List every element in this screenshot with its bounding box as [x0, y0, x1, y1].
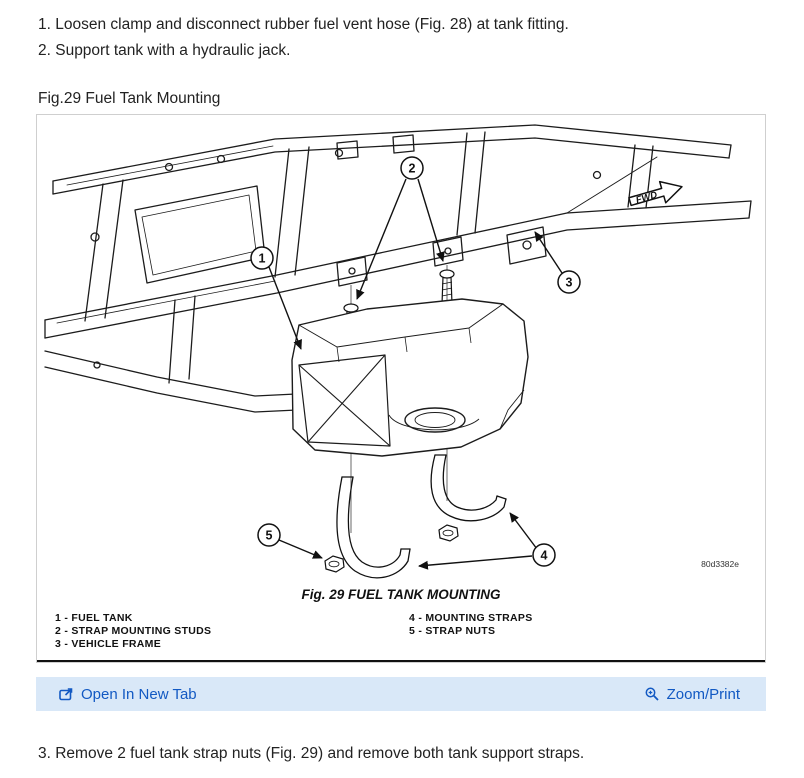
- legend-item-strap-mounting-studs: 2 - STRAP MOUNTING STUDS: [55, 625, 212, 637]
- callout-3-number: 3: [566, 276, 573, 290]
- mounting-straps-drawing: [336, 454, 507, 579]
- legend-item-mounting-straps: 4 - MOUNTING STRAPS: [409, 612, 533, 624]
- zoom-print-label: Zoom/Print: [666, 685, 740, 703]
- instruction-step-1: 1. Loosen clamp and disconnect rubber fu…: [38, 16, 569, 33]
- figure-caption: Fig. 29 FUEL TANK MOUNTING: [301, 587, 501, 602]
- drawing-code: 80d3382e: [701, 559, 739, 569]
- open-in-new-tab-icon: [59, 688, 73, 701]
- open-in-new-tab-link[interactable]: Open In New Tab: [58, 686, 197, 703]
- callout-5: 5: [257, 523, 281, 547]
- figure-title: Fig.29 Fuel Tank Mounting: [38, 90, 221, 107]
- open-in-new-tab-label: Open In New Tab: [81, 685, 197, 703]
- zoom-icon: [645, 687, 659, 701]
- fuel-tank-drawing: [291, 298, 529, 457]
- callout-3-circle: [557, 270, 581, 294]
- callout-4-circle: [532, 543, 556, 567]
- callout-leader-arrows: [268, 178, 563, 570]
- fuel-tank-mounting-diagram: FWD 1 2: [44, 124, 752, 579]
- callout-1-number: 1: [259, 252, 266, 266]
- callout-4-number: 4: [541, 549, 548, 563]
- figure-legend: 1 - FUEL TANK 2 - STRAP MOUNTING STUDS 3…: [37, 612, 765, 651]
- callout-2-circle: [400, 156, 424, 180]
- strap-nuts-drawing: [324, 524, 459, 573]
- callout-5-circle: [257, 523, 281, 547]
- figure-bottom-rule: [37, 660, 765, 662]
- callout-2-number: 2: [409, 162, 416, 176]
- callout-markers: 1 2 3 4 5: [250, 156, 581, 567]
- figure-fuel-tank-mounting: FWD 1 2: [36, 114, 766, 663]
- callout-1-circle: [250, 246, 274, 270]
- callout-4: 4: [532, 543, 556, 567]
- callout-3: 3: [557, 270, 581, 294]
- legend-item-strap-nuts: 5 - STRAP NUTS: [409, 625, 496, 637]
- legend-item-vehicle-frame: 3 - VEHICLE FRAME: [55, 638, 162, 650]
- instruction-step-2: 2. Support tank with a hydraulic jack.: [38, 42, 291, 59]
- callout-5-number: 5: [266, 529, 273, 543]
- callout-1: 1: [250, 246, 274, 270]
- figure-toolbar: Open In New Tab Zoom/Print: [36, 677, 766, 711]
- callout-2: 2: [400, 156, 424, 180]
- legend-column-right: 4 - MOUNTING STRAPS 5 - STRAP NUTS: [409, 612, 533, 651]
- instruction-step-3: 3. Remove 2 fuel tank strap nuts (Fig. 2…: [38, 745, 585, 762]
- legend-column-left: 1 - FUEL TANK 2 - STRAP MOUNTING STUDS 3…: [55, 612, 409, 651]
- legend-item-fuel-tank: 1 - FUEL TANK: [55, 612, 133, 624]
- zoom-print-link[interactable]: Zoom/Print: [644, 686, 740, 703]
